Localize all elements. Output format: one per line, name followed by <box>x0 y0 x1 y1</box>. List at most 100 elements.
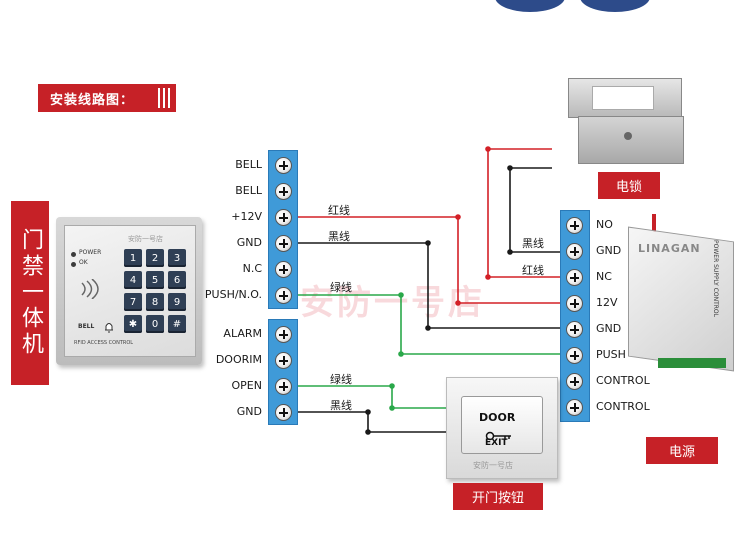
bell-key-label: BELL <box>78 323 95 330</box>
left-terminal-label: +12V <box>231 210 262 223</box>
terminal-screw-icon <box>566 217 583 234</box>
left-terminal-strip-top <box>268 150 298 309</box>
terminal-screw-icon <box>275 404 292 421</box>
keypad-key[interactable]: 0 <box>146 315 164 333</box>
right-terminal-label: 12V <box>596 296 618 309</box>
wire-label-red-left: 红线 <box>328 204 350 217</box>
black-wire-button <box>292 411 448 433</box>
terminal-screw-icon <box>566 243 583 260</box>
keypad-key[interactable]: 8 <box>146 293 164 311</box>
wire-node <box>398 292 404 298</box>
ok-led-label: OK <box>79 259 88 266</box>
left-terminal-label: ALARM <box>223 327 262 340</box>
left-terminal-label: PUSH/N.O. <box>204 288 262 301</box>
terminal-screw-icon <box>275 183 292 200</box>
keypad-brand: 安防一号店 <box>128 235 163 243</box>
wire-label-black-bottom: 黑线 <box>330 399 352 412</box>
left-terminal-label: GND <box>236 405 262 418</box>
keypad-key[interactable]: 4 <box>124 271 142 289</box>
wire-node <box>485 274 491 280</box>
right-terminal-label: PUSH <box>596 348 626 361</box>
terminal-screw-icon <box>275 235 292 252</box>
power-supply: LINAGAN POWER SUPPLY CONTROL <box>628 214 736 372</box>
keypad-key[interactable]: 2 <box>146 249 164 267</box>
power-led-icon <box>71 252 76 257</box>
wire-node <box>455 214 461 220</box>
terminal-screw-icon <box>275 209 292 226</box>
decor-circle-right <box>580 0 650 12</box>
keypad-key[interactable]: 6 <box>168 271 186 289</box>
wire-node <box>365 409 371 415</box>
keypad-key[interactable]: 9 <box>168 293 186 311</box>
green-wire-push <box>292 294 566 355</box>
power-antenna <box>652 214 656 236</box>
right-terminal-label: GND <box>596 322 622 335</box>
terminal-screw-icon <box>275 287 292 304</box>
right-terminal-label: NC <box>596 270 612 283</box>
watermark: 安防一号店 <box>300 283 485 323</box>
power-led-label: POWER <box>79 249 102 256</box>
wire-label-green-bottom: 绿线 <box>330 373 352 386</box>
decor-circle-left <box>495 0 565 12</box>
exit-button-line2: EXIT <box>485 438 508 448</box>
wire-label-black-left: 黑线 <box>328 230 350 243</box>
wire-node <box>398 351 404 357</box>
lock-label: 电锁 <box>598 172 660 199</box>
black-wire-gnd <box>292 242 566 329</box>
diagram-title: 安装线路图： <box>38 84 176 112</box>
terminal-screw-icon <box>566 295 583 312</box>
keypad-key[interactable]: 7 <box>124 293 142 311</box>
wire-node <box>389 383 395 389</box>
terminal-screw-icon <box>275 352 292 369</box>
terminal-screw-icon <box>275 326 292 343</box>
lock-screw-hole <box>624 132 632 140</box>
wire-label-red-right: 红线 <box>522 264 544 277</box>
right-terminal-label: CONTROL <box>596 374 650 387</box>
left-terminal-label: N.C <box>242 262 262 275</box>
left-terminal-label: BELL <box>235 158 262 171</box>
wire-node <box>485 146 491 152</box>
left-terminal-label: OPEN <box>231 379 262 392</box>
keypad-key[interactable]: 1 <box>124 249 142 267</box>
key-icon <box>485 426 515 441</box>
left-terminal-label: BELL <box>235 184 262 197</box>
power-label: 电源 <box>646 437 718 464</box>
terminal-screw-icon <box>275 378 292 395</box>
keypad-key[interactable]: 5 <box>146 271 164 289</box>
keypad-panel <box>64 225 196 357</box>
exit-button-device: DOOR EXIT 安防一号店 <box>446 377 558 479</box>
wire-node <box>507 249 513 255</box>
terminal-screw-icon <box>566 347 583 364</box>
right-terminal-label: GND <box>596 244 622 257</box>
keypad-key[interactable]: ✱ <box>124 315 142 333</box>
wire-label-black-right: 黑线 <box>522 237 544 250</box>
red-wire-12v <box>292 216 566 304</box>
wire-node <box>425 325 431 331</box>
terminal-screw-icon <box>275 261 292 278</box>
diagram-title-text: 安装线路图： <box>50 92 135 108</box>
wire-node <box>365 429 371 435</box>
right-terminal-strip <box>560 210 590 422</box>
ok-led-icon <box>71 262 76 267</box>
power-brand: LINAGAN <box>638 242 701 255</box>
lock-label-sticker <box>592 86 654 110</box>
wire-node <box>389 405 395 411</box>
device-label: 门禁一体机 <box>11 201 49 385</box>
terminal-screw-icon <box>566 399 583 416</box>
exit-button-label: 开门按钮 <box>453 483 543 510</box>
keypad-key[interactable]: 3 <box>168 249 186 267</box>
keypad-key[interactable]: # <box>168 315 186 333</box>
rfid-wave-icon <box>78 278 104 300</box>
right-terminal-label: NO <box>596 218 613 231</box>
terminal-screw-icon <box>566 321 583 338</box>
red-wire-lock <box>487 148 566 278</box>
power-terminal-block <box>658 358 726 368</box>
exit-button-face[interactable] <box>461 396 543 454</box>
wire-node <box>507 165 513 171</box>
left-terminal-label: DOORIM <box>215 353 262 366</box>
wire-node <box>455 300 461 306</box>
lock-bracket <box>578 116 684 164</box>
